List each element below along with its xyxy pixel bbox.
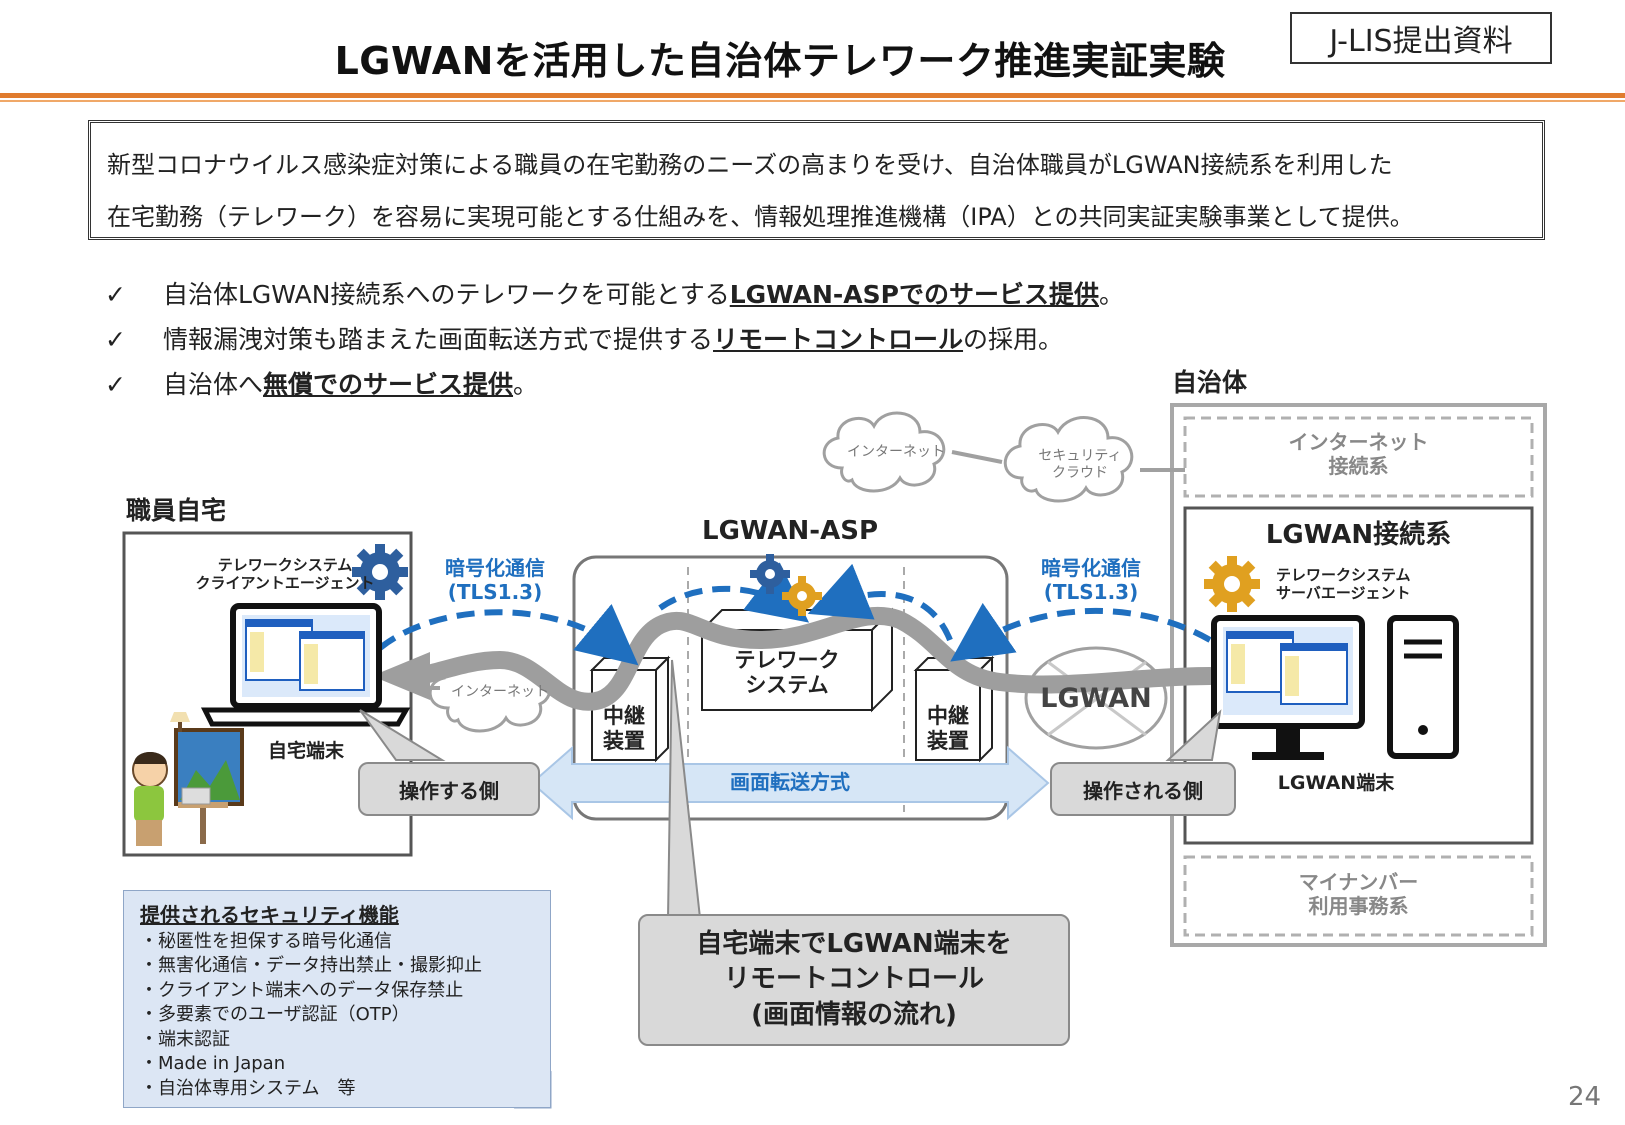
screen-transfer-arrow bbox=[530, 745, 1050, 821]
person-working-illustration bbox=[132, 712, 244, 846]
security-item: ・無害化通信・データ持出禁止・撮影抑止 bbox=[140, 955, 482, 976]
bullet-1: ✓自治体LGWAN接続系へのテレワークを可能とするLGWAN-ASPでのサービス… bbox=[105, 280, 1124, 309]
enc-arrow-right bbox=[950, 602, 1212, 662]
page-title: LGWANを活用した自治体テレワーク推進実証実験 bbox=[334, 39, 1226, 83]
security-cloud-label: セキュリティ クラウド bbox=[1038, 448, 1122, 481]
summary-box: 新型コロナウイルス感染症対策による職員の在宅勤務のニーズの高まりを受け、自治体職… bbox=[88, 120, 1545, 240]
lgwan-zone-label: LGWAN接続系 bbox=[1265, 520, 1452, 550]
municipality-title: 自治体 bbox=[1172, 368, 1248, 397]
summary-line-2: 在宅勤務（テレワーク）を容易に実現可能とする仕組みを、情報処理推進機構（IPA）… bbox=[107, 203, 1414, 231]
screen-transfer-label: 画面転送方式 bbox=[730, 770, 850, 794]
security-item: ・クライアント端末へのデータ保存禁止 bbox=[140, 979, 464, 1001]
screen-flow-ribbon bbox=[411, 606, 1219, 711]
security-heading: 提供されるセキュリティ機能 bbox=[140, 903, 399, 927]
enc-arrow-asp-left bbox=[658, 562, 810, 623]
relay-left-label: 中継 装置 bbox=[603, 704, 645, 754]
internet-cloud-top-label: インターネット bbox=[847, 444, 945, 460]
internet-zone-label: インターネット 接続系 bbox=[1288, 430, 1429, 478]
operating-side-callout: 操作する側 bbox=[358, 762, 540, 816]
security-features-box: 提供されるセキュリティ機能 ・秘匿性を担保する暗号化通信 ・無害化通信・データ持… bbox=[123, 890, 551, 1108]
security-item: ・多要素でのユーザ認証（OTP） bbox=[140, 1004, 410, 1025]
desktop-tower-icon bbox=[1387, 615, 1459, 759]
relay-right-label: 中継 装置 bbox=[927, 704, 969, 754]
enc-arrow-asp-right bbox=[807, 563, 953, 642]
operated-side-callout: 操作される側 bbox=[1050, 762, 1236, 816]
security-item: ・秘匿性を担保する暗号化通信 bbox=[140, 930, 392, 952]
home-terminal-label: 自宅端末 bbox=[267, 740, 344, 762]
check-icon: ✓ bbox=[105, 280, 126, 309]
lgwan-label: LGWAN bbox=[1040, 683, 1152, 714]
laptop-icon bbox=[200, 603, 411, 727]
bullet-3: ✓自治体へ無償でのサービス提供。 bbox=[105, 370, 539, 399]
security-cloud bbox=[1003, 416, 1134, 503]
internet-cloud-mid-label: インターネット bbox=[451, 684, 549, 700]
page-number: 24 bbox=[1568, 1082, 1602, 1112]
server-agent-label: テレワークシステム サーバエージェント bbox=[1276, 566, 1411, 602]
gear-icon-asp-blue bbox=[750, 554, 790, 594]
enc-label-left: 暗号化通信 (TLS1.3) bbox=[445, 556, 545, 604]
remote-control-callout: 自宅端末でLGWAN端末を リモートコントロール (画面情報の流れ) bbox=[638, 914, 1070, 1046]
summary-line-1: 新型コロナウイルス感染症対策による職員の在宅勤務のニーズの高まりを受け、自治体職… bbox=[107, 151, 1393, 179]
enc-label-right: 暗号化通信 (TLS1.3) bbox=[1041, 556, 1141, 604]
screen-flow-arrowhead bbox=[372, 652, 430, 700]
security-item: ・Made in Japan bbox=[140, 1053, 286, 1074]
header-rule-thin bbox=[0, 100, 1625, 102]
mynumber-zone-label: マイナンバー 利用事務系 bbox=[1298, 870, 1419, 918]
bullet-2: ✓情報漏洩対策も踏まえた画面転送方式で提供するリモートコントロールの採用。 bbox=[105, 325, 1064, 354]
enc-arrow-left bbox=[378, 603, 639, 666]
telework-system-label: テレワーク システム bbox=[734, 648, 840, 698]
check-icon: ✓ bbox=[105, 370, 126, 399]
internet-zone-box bbox=[1183, 416, 1534, 498]
gear-icon-asp-orange bbox=[782, 576, 822, 616]
header-rule bbox=[0, 93, 1625, 98]
internet-cloud-top bbox=[822, 411, 946, 493]
document-tag: J-LIS提出資料 bbox=[1290, 12, 1552, 64]
gear-icon-server bbox=[1204, 556, 1260, 612]
security-item: ・自治体専用システム 等 bbox=[140, 1077, 356, 1099]
lgwan-monitor-icon bbox=[1211, 615, 1365, 760]
check-icon: ✓ bbox=[105, 325, 126, 354]
asp-title: LGWAN-ASP bbox=[702, 516, 878, 546]
security-item: ・端末認証 bbox=[140, 1028, 230, 1050]
home-title: 職員自宅 bbox=[126, 496, 227, 525]
client-agent-label: テレワークシステム クライアントエージェント bbox=[195, 556, 375, 592]
lgwan-terminal-label: LGWAN端末 bbox=[1277, 772, 1395, 794]
mynumber-zone-box bbox=[1183, 855, 1534, 937]
